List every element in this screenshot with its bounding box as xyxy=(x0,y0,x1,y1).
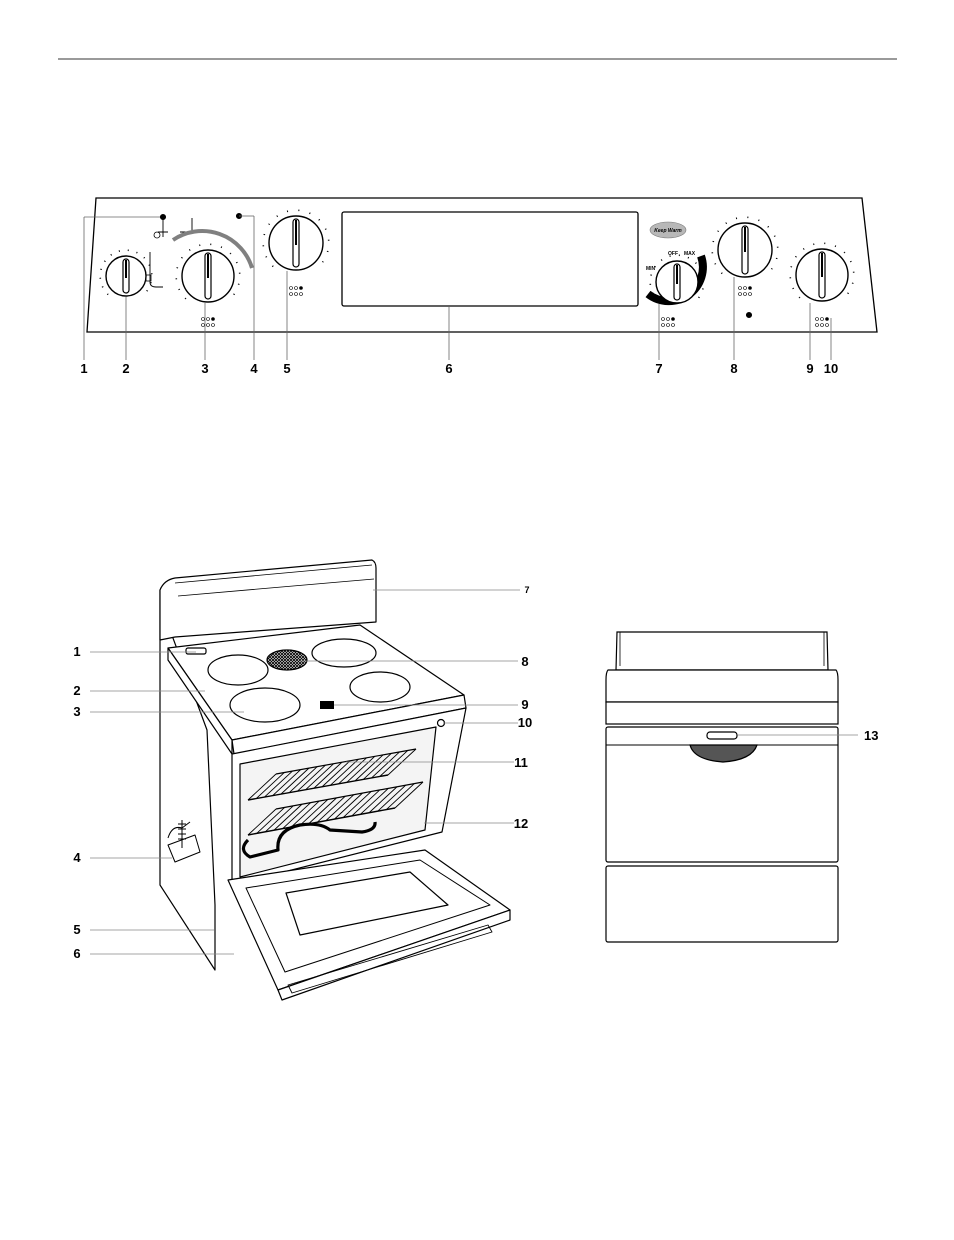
panel-callout-5: 5 xyxy=(283,361,290,376)
bridge-symbol-icon xyxy=(154,232,160,238)
drawer-view-cooktop-front xyxy=(606,702,838,724)
range-callout-12: 12 xyxy=(514,816,528,831)
panel-callout-3: 3 xyxy=(201,361,208,376)
surface-element-right-front xyxy=(350,672,410,702)
range-callout-6: 6 xyxy=(73,946,80,961)
panel-callout-1: 1 xyxy=(80,361,87,376)
surface-element-right-rear xyxy=(312,639,376,667)
surface-element-left-rear xyxy=(208,655,268,685)
brand-logo: Keep Warm xyxy=(650,222,686,238)
knob-3[interactable] xyxy=(176,244,241,302)
storage-drawer xyxy=(606,866,838,942)
hot-surface-indicator-light xyxy=(320,701,334,709)
panel-callout-9: 9 xyxy=(806,361,813,376)
panel-callout-4: 4 xyxy=(250,361,258,376)
range-callout-10: 10 xyxy=(518,715,532,730)
panel-callout-7: 7 xyxy=(655,361,662,376)
drawer-callout-13: 13 xyxy=(864,728,878,743)
panel-callout-6: 6 xyxy=(445,361,452,376)
knob7-label-min: MIN xyxy=(646,266,656,272)
knob7-label-off: OFF xyxy=(668,251,678,257)
panel-callout-8: 8 xyxy=(730,361,737,376)
display-window xyxy=(342,212,638,306)
knob-9[interactable] xyxy=(790,243,855,301)
range-callout-9: 9 xyxy=(521,697,528,712)
range-callout-8: 8 xyxy=(521,654,528,669)
drawer-figure xyxy=(606,632,858,942)
knob7-label-max: MAX xyxy=(684,251,696,257)
surface-indicator xyxy=(186,648,206,654)
surface-element-left-front xyxy=(230,688,300,722)
range-callout-3: 3 xyxy=(73,704,80,719)
knob-5[interactable] xyxy=(263,210,330,270)
knob-2[interactable] xyxy=(100,250,153,296)
door-latch xyxy=(707,732,737,739)
range-callout-7: 7 xyxy=(524,585,529,595)
indicator-dot-right xyxy=(747,313,752,318)
range-callout-1: 1 xyxy=(73,644,80,659)
range-callout-4: 4 xyxy=(73,850,81,865)
knob-8[interactable] xyxy=(712,217,779,277)
control-panel-callouts: 1 2 3 4 5 6 7 8 9 10 xyxy=(80,361,838,376)
range-callout-5: 5 xyxy=(73,922,80,937)
panel-callout-2: 2 xyxy=(122,361,129,376)
control-panel-figure xyxy=(84,198,877,360)
range-figure xyxy=(160,560,510,1000)
drawer-view-cooktop xyxy=(606,670,838,702)
range-callout-11: 11 xyxy=(514,755,528,770)
indicator-dot-1 xyxy=(161,215,166,220)
heating-coil-warm-zone xyxy=(267,650,307,670)
brand-logo-text: Keep Warm xyxy=(654,228,682,234)
panel-callout-10: 10 xyxy=(824,361,838,376)
drawer-view-backguard xyxy=(616,632,828,670)
range-callout-2: 2 xyxy=(73,683,80,698)
